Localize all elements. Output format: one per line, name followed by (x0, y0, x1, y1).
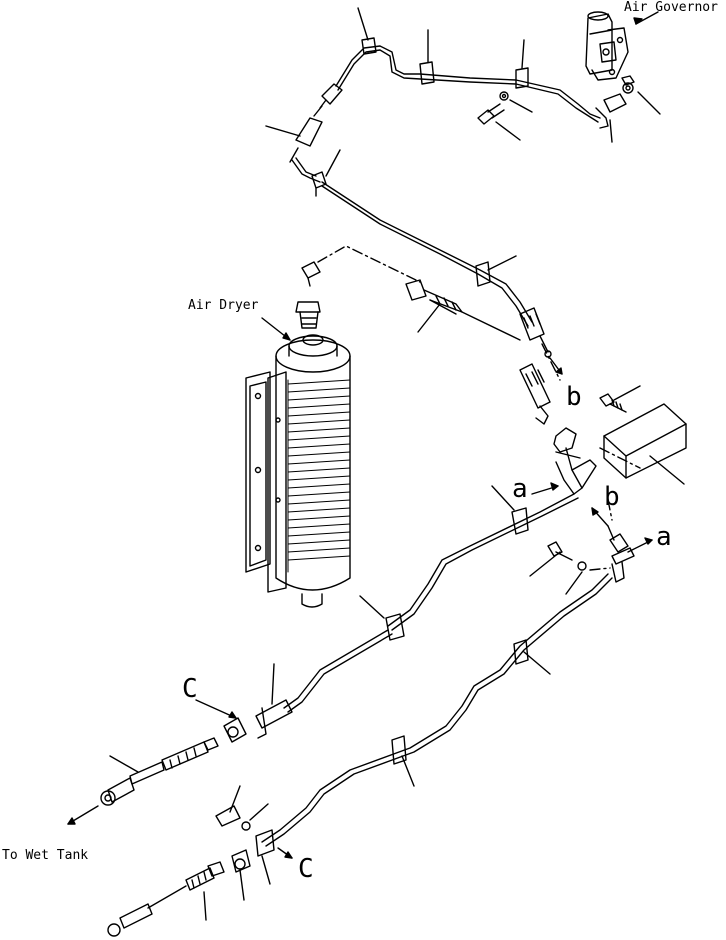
pipe-a-lower (283, 485, 579, 713)
marker-b-lower: b (604, 482, 620, 512)
fitting-c-left (195, 663, 293, 743)
mounting-bracket (599, 385, 687, 485)
marker-c-left: C (182, 674, 198, 704)
dryer-cooling-fins (287, 379, 351, 573)
dryer-top-fittings (295, 261, 321, 329)
left-fitting-run (265, 83, 533, 327)
hidden-line (317, 245, 641, 571)
marker-c-right: C (298, 854, 314, 884)
arrow-a-left (531, 482, 559, 495)
marker-a-left: a (512, 474, 528, 504)
hose-fitting-middle (405, 279, 521, 341)
marker-a-right: a (656, 522, 672, 552)
fittings-right-lower (529, 507, 653, 595)
air-governor-label: Air Governor (624, 0, 718, 15)
mid-pipe-clamp (475, 255, 517, 287)
air-dryer-part (245, 317, 351, 608)
fitting-c-right (107, 785, 293, 937)
hose-to-a (519, 363, 597, 495)
marker-b-upper: b (566, 382, 582, 412)
bolt-and-washer-top (477, 91, 533, 141)
wet-tank-hose (67, 737, 219, 825)
air-governor-part (585, 11, 659, 81)
air-dryer-label: Air Dryer (188, 298, 259, 313)
to-wet-tank-label: To Wet Tank (2, 848, 89, 863)
hose-segment-b (519, 307, 563, 375)
lower-pipe-run (261, 573, 613, 847)
upper-pipe-run (335, 7, 661, 143)
